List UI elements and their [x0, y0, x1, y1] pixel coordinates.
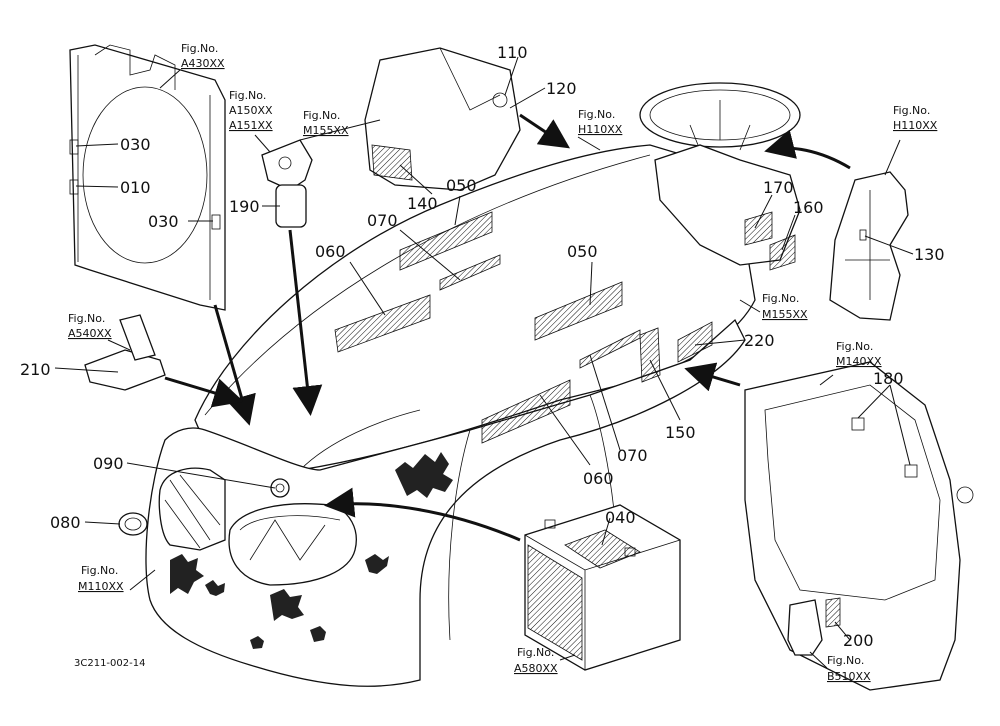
- callouts: 110 120 030 010 030 190 140 050 070 060 …: [20, 43, 945, 650]
- fig-code-a580: A580XX: [514, 662, 558, 675]
- decal-220: [677, 321, 713, 363]
- callout-110: 110: [497, 43, 528, 62]
- callout-070-right: 070: [617, 446, 648, 465]
- fig-label-a150: Fig.No.: [229, 89, 266, 102]
- fig-label-m155-right: Fig.No.: [762, 292, 799, 305]
- fig-code-m155-top: M155XX: [303, 124, 349, 137]
- leader-lines: [54, 56, 914, 669]
- fig-code-m110: M110XX: [78, 580, 124, 593]
- callout-030-top: 030: [120, 135, 151, 154]
- fig-label-a540: Fig.No.: [68, 312, 105, 325]
- fig-code-a151: A151XX: [229, 119, 273, 132]
- callout-180: 180: [873, 369, 904, 388]
- fig-label-h110-wheel: Fig.No.: [578, 108, 615, 121]
- decal-060-right: [481, 379, 571, 444]
- callout-050-left: 050: [446, 176, 477, 195]
- fig-label-h110-panel: Fig.No.: [893, 104, 930, 117]
- fig-code-b510: B510XX: [827, 670, 871, 683]
- diagram-code: 3C211-002-14: [74, 658, 145, 669]
- fuel-filter: [261, 139, 313, 228]
- fig-label-m110: Fig.No.: [81, 564, 118, 577]
- decal-050-right: [534, 281, 623, 341]
- fig-label-m140: Fig.No.: [836, 340, 873, 353]
- radiator-frame: [69, 44, 226, 311]
- fig-label-a580: Fig.No.: [517, 646, 554, 659]
- decal-150: [639, 327, 661, 383]
- callout-060-right: 060: [583, 469, 614, 488]
- callout-210: 210: [20, 360, 51, 379]
- fig-code-m155-right: M155XX: [762, 308, 808, 321]
- callout-090: 090: [93, 454, 124, 473]
- fig-code-h110-panel: H110XX: [893, 119, 938, 132]
- fig-label-b510: Fig.No.: [827, 654, 864, 667]
- callout-140: 140: [407, 194, 438, 213]
- decal-140: [371, 144, 413, 181]
- decal-040: [564, 529, 641, 569]
- fig-label-a430: Fig.No.: [181, 42, 218, 55]
- decal-050-left: [399, 211, 493, 271]
- battery: [524, 504, 681, 671]
- connector: [787, 597, 841, 656]
- right-dash-panel: [829, 171, 909, 321]
- callout-060-left: 060: [315, 242, 346, 261]
- decal-170: [744, 211, 773, 246]
- callout-130: 130: [914, 245, 945, 264]
- cap-090: [270, 478, 290, 498]
- callout-150: 150: [665, 423, 696, 442]
- callout-120: 120: [546, 79, 577, 98]
- callout-050-right: 050: [567, 242, 598, 261]
- decal-060-left: [334, 294, 431, 353]
- fig-code-h110-wheel: H110XX: [578, 123, 623, 136]
- assembly-arrows: [164, 113, 851, 542]
- fig-label-m155-top: Fig.No.: [303, 109, 340, 122]
- bracket: [84, 314, 166, 391]
- decal-070-left: [439, 254, 501, 291]
- callout-190: 190: [229, 197, 260, 216]
- callout-070-left: 070: [367, 211, 398, 230]
- fig-refs: Fig.No. A430XX Fig.No. A150XX A151XX Fig…: [68, 42, 938, 683]
- callout-010: 010: [120, 178, 151, 197]
- fig-code-a430: A430XX: [181, 57, 225, 70]
- fig-code-m140: M140XX: [836, 355, 882, 368]
- callout-220: 220: [744, 331, 775, 350]
- callout-200: 200: [843, 631, 874, 650]
- callout-080: 080: [50, 513, 81, 532]
- callout-040: 040: [605, 508, 636, 527]
- fig-code-a540: A540XX: [68, 327, 112, 340]
- hood-decals: [334, 211, 713, 444]
- callout-160: 160: [793, 198, 824, 217]
- steering-dash: [639, 82, 801, 271]
- callout-030-bottom: 030: [148, 212, 179, 231]
- upper-side-cover: [364, 47, 521, 191]
- bonnet-assembly: [145, 144, 756, 687]
- callout-170: 170: [763, 178, 794, 197]
- fig-code-a150: A150XX: [229, 104, 273, 117]
- plug-080: [118, 512, 148, 536]
